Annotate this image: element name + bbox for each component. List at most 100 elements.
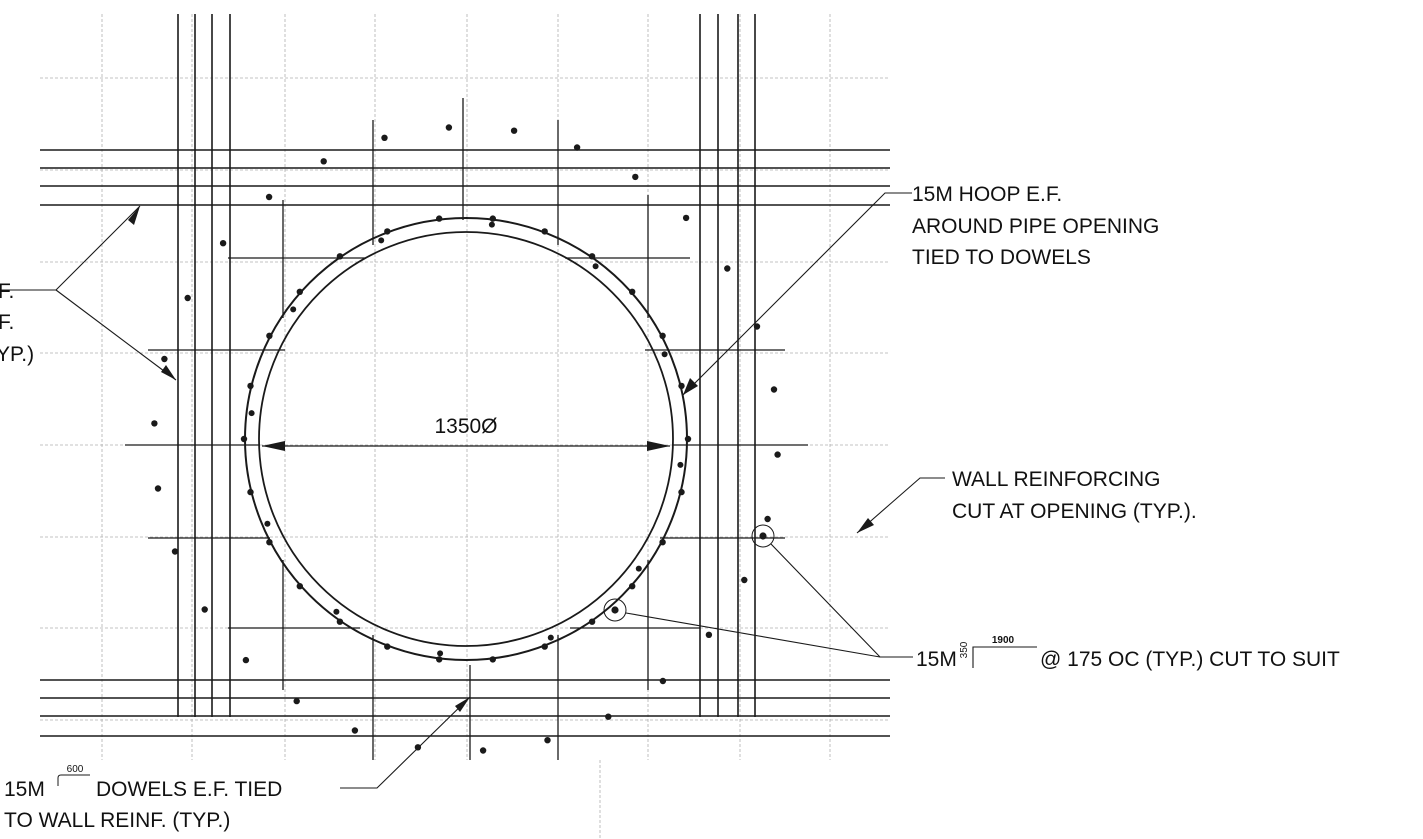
dowel-dot xyxy=(296,583,303,590)
leader-lines xyxy=(0,192,945,789)
dowel-dot xyxy=(659,539,666,546)
bar-shape-symbol xyxy=(972,646,1037,668)
dowel-dot xyxy=(265,193,273,201)
dowel-dot xyxy=(154,485,162,492)
left-note-line-1: F. xyxy=(0,280,14,303)
dowel-dot xyxy=(384,228,391,235)
bar-callout-leader-bottom xyxy=(625,612,881,658)
dowel-note: 15M 600 DOWELS E.F. TIED TO WALL REINF. … xyxy=(4,764,282,832)
dowel-dot xyxy=(684,435,692,443)
dowel-dot xyxy=(659,332,666,339)
dowel-dot xyxy=(436,656,443,663)
reinforcing-bars xyxy=(40,14,890,760)
dowel-dot xyxy=(659,677,667,685)
dowel-dot xyxy=(629,583,636,590)
dowel-dot xyxy=(290,306,297,313)
dowel-dot xyxy=(541,228,548,235)
dowel-dot xyxy=(764,515,771,523)
dowel-prefix: 15M xyxy=(4,778,45,801)
bar-callout-leader-right xyxy=(770,543,913,658)
left-note-arrow-lower xyxy=(161,365,176,380)
dowel-dot xyxy=(161,355,168,363)
dowel-dot xyxy=(605,713,612,720)
wall-reinf-line-1: WALL REINFORCING xyxy=(952,468,1160,491)
wall-reinf-note: WALL REINFORCING CUT AT OPENING (TYP.). xyxy=(952,468,1197,523)
dowel-dim: 600 xyxy=(67,764,84,775)
dowel-dot xyxy=(753,323,761,330)
bar-callout-dim-side: 350 xyxy=(959,641,970,658)
hoop-note-line-1: 15M HOOP E.F. xyxy=(912,183,1062,206)
dowel-dot xyxy=(296,288,303,295)
dowel-dot xyxy=(588,253,596,260)
dowel-dot xyxy=(151,420,158,427)
dowel-dot xyxy=(635,565,642,572)
dowel-dot xyxy=(770,386,778,393)
hoop-note-line-3: TIED TO DOWELS xyxy=(912,246,1091,269)
dowel-dot xyxy=(682,214,690,222)
bar-callout-ring-bottom xyxy=(603,598,627,622)
dowel-dot xyxy=(510,127,518,134)
dowel-dot xyxy=(351,727,359,734)
dowel-dot xyxy=(247,488,254,496)
dowel-dot xyxy=(774,451,781,458)
wall-reinf-leader xyxy=(856,477,945,534)
pipe-opening-outer-circle xyxy=(244,217,688,661)
dowel-line-2: TO WALL REINF. (TYP.) xyxy=(4,809,230,832)
left-note-arrow-upper xyxy=(128,206,140,225)
dowel-dot xyxy=(436,215,443,222)
dowel-dot xyxy=(333,608,340,615)
dowel-dot xyxy=(336,618,344,625)
dowel-dot xyxy=(489,656,496,663)
dowel-dot xyxy=(488,221,495,228)
dowel-dot xyxy=(629,288,636,295)
dowel-dot xyxy=(479,747,487,754)
dowel-dot xyxy=(184,294,191,302)
bar-callout-suffix: @ 175 OC (TYP.) CUT TO SUIT xyxy=(1040,648,1340,671)
dowel-dot xyxy=(437,650,444,657)
dowel-dot xyxy=(378,237,385,244)
dowel-dot xyxy=(240,435,248,443)
dowel-dot xyxy=(219,240,227,247)
left-note-line-3: YP.) xyxy=(0,343,34,366)
diameter-dimension: 1350Ø xyxy=(262,415,670,451)
dowel-dots xyxy=(151,124,781,754)
hoop-note-line-2: AROUND PIPE OPENING xyxy=(912,215,1159,238)
dowel-dot xyxy=(266,332,273,339)
dowel-dot xyxy=(171,548,179,555)
dowel-dot xyxy=(201,606,208,613)
dowel-dot xyxy=(588,618,596,625)
callout-bar-dot xyxy=(611,606,619,614)
dowel-dot xyxy=(336,253,344,260)
callout-bar-dot xyxy=(759,532,767,540)
dowel-dot xyxy=(489,215,496,222)
dowel-leader xyxy=(340,696,471,789)
dowel-dot xyxy=(677,461,684,468)
left-note-leader-upper xyxy=(0,205,141,291)
dowel-dot xyxy=(445,124,453,131)
diameter-label: 1350Ø xyxy=(434,415,497,438)
dowel-line-1-suffix: DOWELS E.F. TIED xyxy=(96,778,282,801)
dowel-dot xyxy=(741,576,748,584)
wall-reinf-line-2: CUT AT OPENING (TYP.). xyxy=(952,500,1197,523)
dowel-dot xyxy=(541,643,548,650)
bar-callout-prefix: 15M xyxy=(916,648,957,671)
dowel-dot xyxy=(320,158,327,165)
dowel-dot xyxy=(248,410,255,417)
dowel-dot xyxy=(547,634,554,641)
dowel-dot xyxy=(724,265,731,272)
hoop-note: 15M HOOP E.F. AROUND PIPE OPENING TIED T… xyxy=(912,183,1159,269)
dowel-dot xyxy=(384,643,391,650)
hoop-leader-arrow xyxy=(683,378,698,395)
dowel-dot xyxy=(264,520,271,527)
dowel-dot xyxy=(632,173,639,181)
bar-callout-note: 15M 350 1900 @ 175 OC (TYP.) CUT TO SUIT xyxy=(916,635,1340,671)
dowel-dot xyxy=(544,737,551,744)
dowel-dot xyxy=(592,263,599,270)
dowel-dot xyxy=(678,488,685,496)
dowel-dot xyxy=(247,382,254,390)
dowel-dot xyxy=(661,351,668,358)
wall-reinf-arrow xyxy=(857,518,874,533)
dowel-dot xyxy=(242,656,250,664)
dowel-dot xyxy=(266,539,273,546)
dowel-dot xyxy=(678,382,685,390)
